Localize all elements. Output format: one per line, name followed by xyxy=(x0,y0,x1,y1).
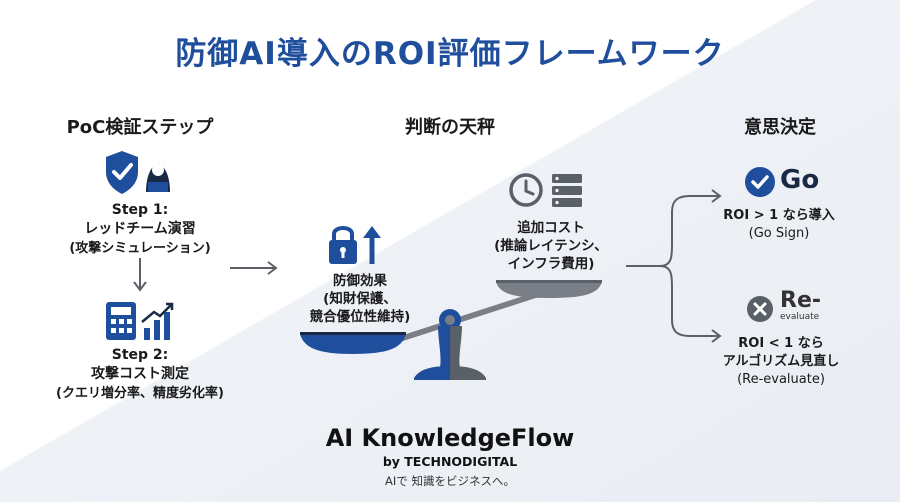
step-2-label: Step 2: 攻撃コスト測定 (クエリ増分率、精度劣化率) xyxy=(30,346,250,403)
reevaluate-badge-main: Re- xyxy=(780,288,821,313)
brand-tagline: AIで 知識をビジネスへ。 xyxy=(385,474,515,488)
balance-pillar xyxy=(438,326,450,368)
reevaluate-line-2: アルゴリズム見直し xyxy=(722,354,840,369)
defense-effect-detail-1: (知財保護、 xyxy=(323,291,397,307)
go-note: (Go Sign) xyxy=(748,226,810,241)
step-1-number: Step 1: xyxy=(111,202,169,218)
reevaluate-decision-label: ROI < 1 なら アルゴリズム見直し (Re-evaluate) xyxy=(696,335,866,389)
brand-name: AI KnowledgeFlow xyxy=(325,424,575,452)
column-header-decision: 意思決定 xyxy=(744,117,816,138)
page-title: 防御AI導入のROI評価フレームワーク xyxy=(175,36,725,72)
brand-by: by TECHNODIGITAL xyxy=(382,454,518,469)
step-1-label: Step 1: レッドチーム演習 (攻撃シミュレーション) xyxy=(40,201,240,258)
additional-cost-label: 追加コスト (推論レイテンシ、 インフラ費用) xyxy=(476,219,626,273)
go-decision-label: ROI > 1 なら導入 (Go Sign) xyxy=(704,207,854,243)
step-2-number: Step 2: xyxy=(111,347,169,363)
additional-cost-title: 追加コスト xyxy=(517,220,585,236)
reevaluate-badge: Re- evaluate xyxy=(780,288,821,323)
column-header-poc: PoC検証ステップ xyxy=(66,117,214,138)
balance-scale xyxy=(300,280,602,380)
right-pan xyxy=(496,282,602,298)
reevaluate-note: (Re-evaluate) xyxy=(737,372,825,387)
reevaluate-line-1: ROI < 1 なら xyxy=(738,336,824,351)
step-2-name: 攻撃コスト測定 xyxy=(91,366,189,382)
clock-server-icon xyxy=(509,173,582,207)
reevaluate-badge-sub: evaluate xyxy=(780,312,820,322)
go-badge: Go xyxy=(780,165,820,195)
lock-up-arrow-icon xyxy=(329,226,381,264)
column-header-balance: 判断の天秤 xyxy=(405,117,495,138)
decision-branch-arrow xyxy=(626,189,722,343)
left-pan xyxy=(300,334,406,354)
flow-arrow-to-balance xyxy=(230,261,278,275)
defense-effect-title: 防御効果 xyxy=(333,273,387,289)
defense-effect-label: 防御効果 (知財保護、 競合優位性維持) xyxy=(290,272,430,326)
step-2-detail: (クエリ増分率、精度劣化率) xyxy=(56,386,224,401)
step-1-detail: (攻撃シミュレーション) xyxy=(69,241,211,256)
additional-cost-detail-1: (推論レイテンシ、 xyxy=(494,238,608,254)
defense-effect-detail-2: 競合優位性維持) xyxy=(309,309,411,325)
balance-beam xyxy=(400,288,548,342)
x-circle-icon xyxy=(747,296,773,322)
additional-cost-detail-2: インフラ費用) xyxy=(507,256,595,272)
step-1-name: レッドチーム演習 xyxy=(84,221,196,237)
go-condition: ROI > 1 なら導入 xyxy=(723,208,835,223)
shield-hacker-icon xyxy=(106,151,170,194)
check-circle-icon xyxy=(745,167,775,197)
calculator-chart-icon xyxy=(106,302,174,340)
step-down-arrow xyxy=(133,258,147,292)
